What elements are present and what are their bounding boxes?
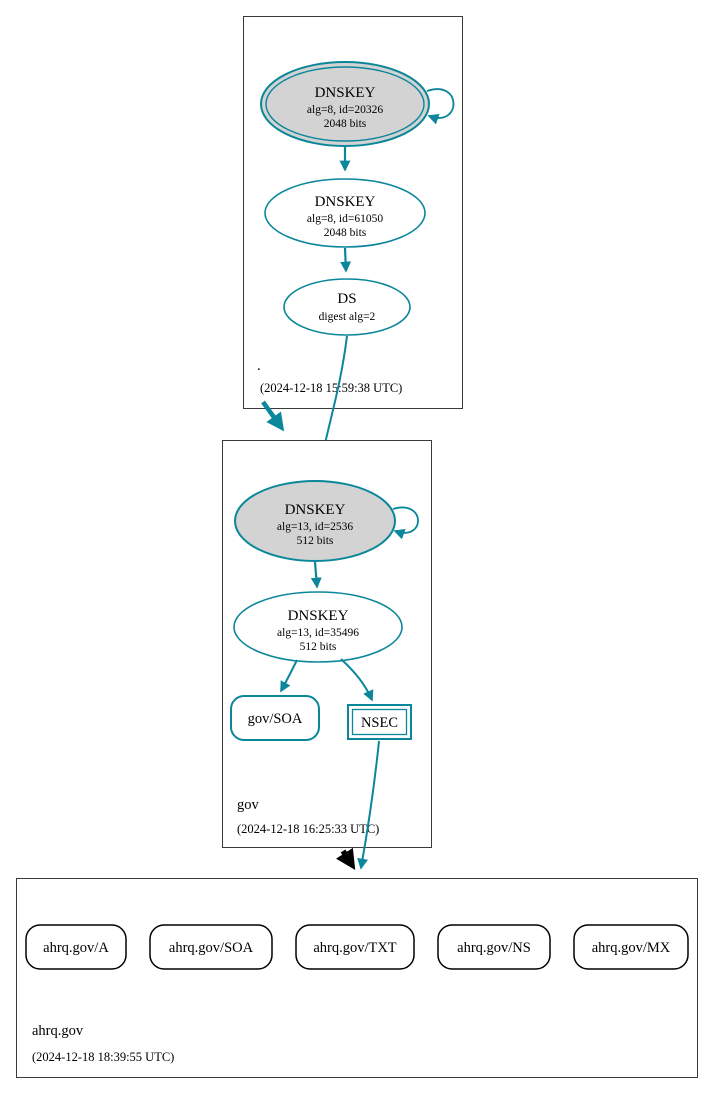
root-ds-node (283, 278, 411, 336)
ahrq-a-node (25, 924, 127, 970)
zone-label-ahrq: ahrq.gov (32, 1023, 84, 1039)
ahrq-soa-node (149, 924, 273, 970)
root-ksk-node (260, 61, 430, 147)
zone-label-gov: gov (237, 797, 260, 813)
gov-ksk-selfsign-arrow (392, 506, 419, 540)
root-zsk-detail2: 2048 bits (324, 227, 367, 239)
gov-zsk-title: DNSKEY (288, 608, 349, 624)
root-ksk-title: DNSKEY (315, 85, 376, 101)
gov-nsec-node-inner-ring (351, 708, 408, 736)
root-ds-detail1: digest alg=2 (319, 311, 376, 323)
root-ksk-node-inner-ring (265, 66, 425, 142)
gov-ksk-detail2: 512 bits (297, 535, 334, 547)
zone-label-root: . (257, 358, 261, 374)
root-zsk-node (264, 178, 426, 248)
root-ksk-detail2: 2048 bits (324, 118, 367, 130)
gov-nsec-label: NSEC (361, 715, 398, 731)
ahrq-ns-label: ahrq.gov/NS (457, 940, 531, 956)
zone-timestamp-gov: (2024-12-18 16:25:33 UTC) (237, 822, 379, 836)
root-zsk-title: DNSKEY (315, 194, 376, 210)
root-ksk-detail1: alg=8, id=20326 (307, 104, 383, 116)
root-ds-title: DS (337, 291, 356, 307)
gov-zsk-detail2: 512 bits (300, 641, 337, 653)
ahrq-a-label: ahrq.gov/A (43, 940, 109, 956)
nsec-to-ahrq-arrow (357, 740, 380, 870)
ahrq-mx-label: ahrq.gov/MX (592, 940, 671, 956)
gov-zsk-to-nsec-arrow (340, 658, 374, 702)
gov-soa-label: gov/SOA (248, 711, 303, 727)
gov-ksk-to-zsk-arrow (310, 561, 322, 589)
root-to-gov-delegation-arrow (261, 400, 285, 432)
zone-timestamp-root: (2024-12-18 15:59:38 UTC) (260, 381, 402, 395)
gov-ksk-title: DNSKEY (285, 502, 346, 518)
gov-zsk-to-soa-arrow (280, 659, 298, 693)
gov-zsk-detail1: alg=13, id=35496 (277, 627, 359, 639)
ahrq-txt-node (295, 924, 415, 970)
gov-ksk-node (234, 480, 396, 562)
zone-box-ahrq (16, 878, 698, 1078)
gov-ksk-detail1: alg=13, id=2536 (277, 521, 353, 533)
ahrq-soa-label: ahrq.gov/SOA (169, 940, 254, 956)
ahrq-ns-node (437, 924, 551, 970)
gov-zsk-node (233, 591, 403, 663)
ahrq-txt-label: ahrq.gov/TXT (313, 940, 396, 956)
root-zsk-to-ds-arrow (340, 247, 352, 273)
gov-soa-node (230, 695, 320, 741)
root-zsk-detail1: alg=8, id=61050 (307, 213, 383, 225)
ahrq-mx-node (573, 924, 689, 970)
zone-timestamp-ahrq: (2024-12-18 18:39:55 UTC) (32, 1050, 174, 1064)
gov-nsec-node (347, 704, 412, 740)
root-ksk-selfsign-arrow (426, 88, 455, 125)
gov-to-ahrq-delegation-arrow (336, 847, 356, 871)
